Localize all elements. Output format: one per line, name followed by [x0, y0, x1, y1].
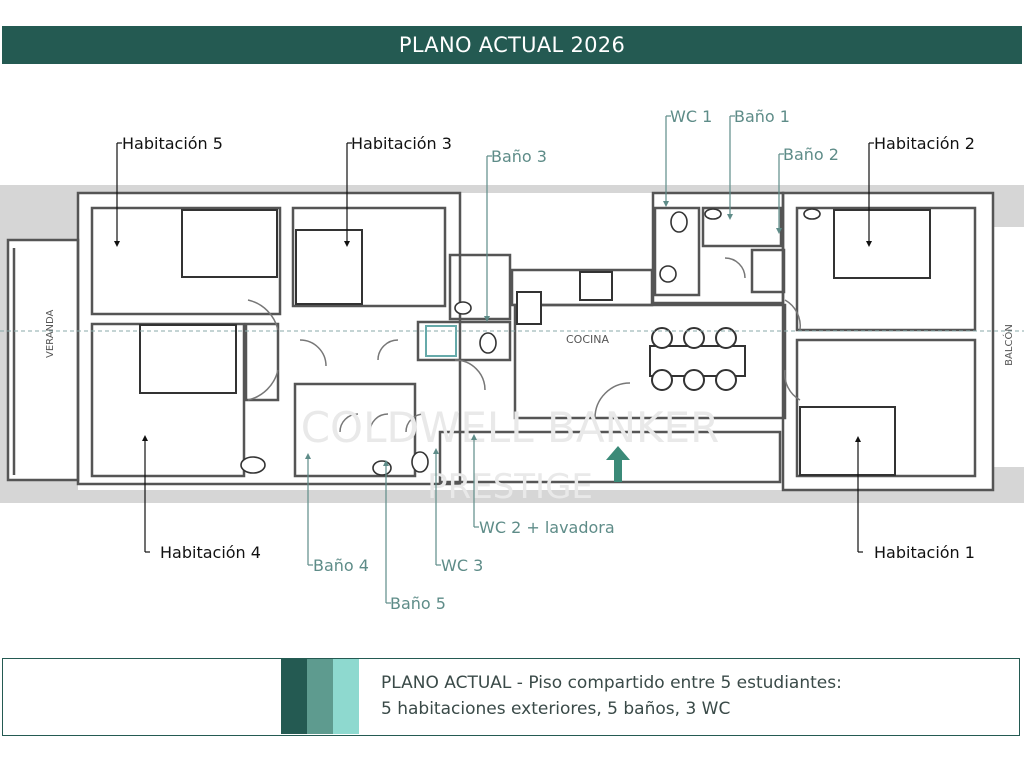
room-label-wc-3: WC 3	[441, 556, 483, 575]
callout-arrow-wc-2-lavadora	[471, 434, 477, 440]
balcony-floor	[993, 227, 1024, 467]
room-label-habitacion-4: Habitación 4	[160, 543, 261, 562]
veranda-floor	[8, 240, 78, 480]
entrance-arrow-icon	[606, 446, 630, 482]
caption-box: PLANO ACTUAL - Piso compartido entre 5 e…	[2, 658, 1020, 736]
bed-habitacion-3	[295, 229, 363, 305]
callout-arrow-habitacion-1	[855, 436, 861, 442]
callout-arrow-bano-5	[383, 460, 389, 466]
bed-habitacion-1	[799, 406, 896, 476]
page-title: PLANO ACTUAL 2026	[398, 33, 626, 57]
callout-arrow-habitacion-4	[142, 435, 148, 441]
dining-set	[649, 327, 746, 391]
sanitary-fixtures	[240, 208, 821, 476]
room-label-wc-2-lavadora: WC 2 + lavadora	[479, 518, 615, 537]
room-label-habitacion-5: Habitación 5	[122, 134, 223, 153]
room-callouts: Habitación 5 Habitación 3 Baño 3 WC 1 Baño 1…	[114, 107, 975, 613]
callout-arrow-habitacion-5	[114, 241, 120, 247]
room-label-bano-3: Baño 3	[491, 147, 547, 166]
room-label-bano-2: Baño 2	[783, 145, 839, 164]
room-label-habitacion-2: Habitación 2	[874, 134, 975, 153]
room-label-habitacion-1: Habitación 1	[874, 543, 975, 562]
room-label-bano-4: Baño 4	[313, 556, 369, 575]
room-label-bano-1: Baño 1	[734, 107, 790, 126]
caption-text: PLANO ACTUAL - Piso compartido entre 5 e…	[381, 670, 842, 722]
bed-habitacion-2	[833, 209, 931, 279]
swatch-light	[333, 659, 359, 734]
balcony-label: BALCÓN	[1002, 324, 1015, 366]
room-label-habitacion-3: Habitación 3	[351, 134, 452, 153]
header-bar: PLANO ACTUAL 2026	[2, 26, 1022, 64]
callout-arrow-bano-4	[305, 453, 311, 459]
caption-line-2: 5 habitaciones exteriores, 5 baños, 3 WC	[381, 699, 731, 719]
callout-arrow-habitacion-2	[866, 241, 872, 247]
bed-habitacion-5	[181, 209, 278, 278]
swatch-mid	[307, 659, 333, 734]
door-swings	[247, 257, 801, 433]
watermark-line2: PRESTIGE	[427, 467, 593, 507]
swatch-dark	[281, 659, 307, 734]
callout-arrow-wc-1	[663, 201, 669, 207]
room-label-wc-1: WC 1	[670, 107, 712, 126]
callout-arrow-habitacion-3	[344, 241, 350, 247]
sink	[516, 291, 542, 325]
kitchen-label: COCINA	[566, 333, 609, 346]
stove	[579, 271, 613, 301]
room-label-bano-5: Baño 5	[390, 594, 446, 613]
bed-habitacion-4	[139, 324, 237, 394]
callout-arrow-bano-2	[776, 228, 782, 234]
callout-arrow-bano-3	[484, 316, 490, 322]
callout-arrow-bano-1	[727, 214, 733, 220]
caption-line-1: PLANO ACTUAL - Piso compartido entre 5 e…	[381, 673, 842, 693]
veranda-label: VERANDA	[45, 309, 56, 358]
callout-arrow-wc-3	[433, 448, 439, 454]
watermark-line1: COLDWELL BANKER	[301, 403, 720, 452]
furniture	[139, 209, 931, 476]
